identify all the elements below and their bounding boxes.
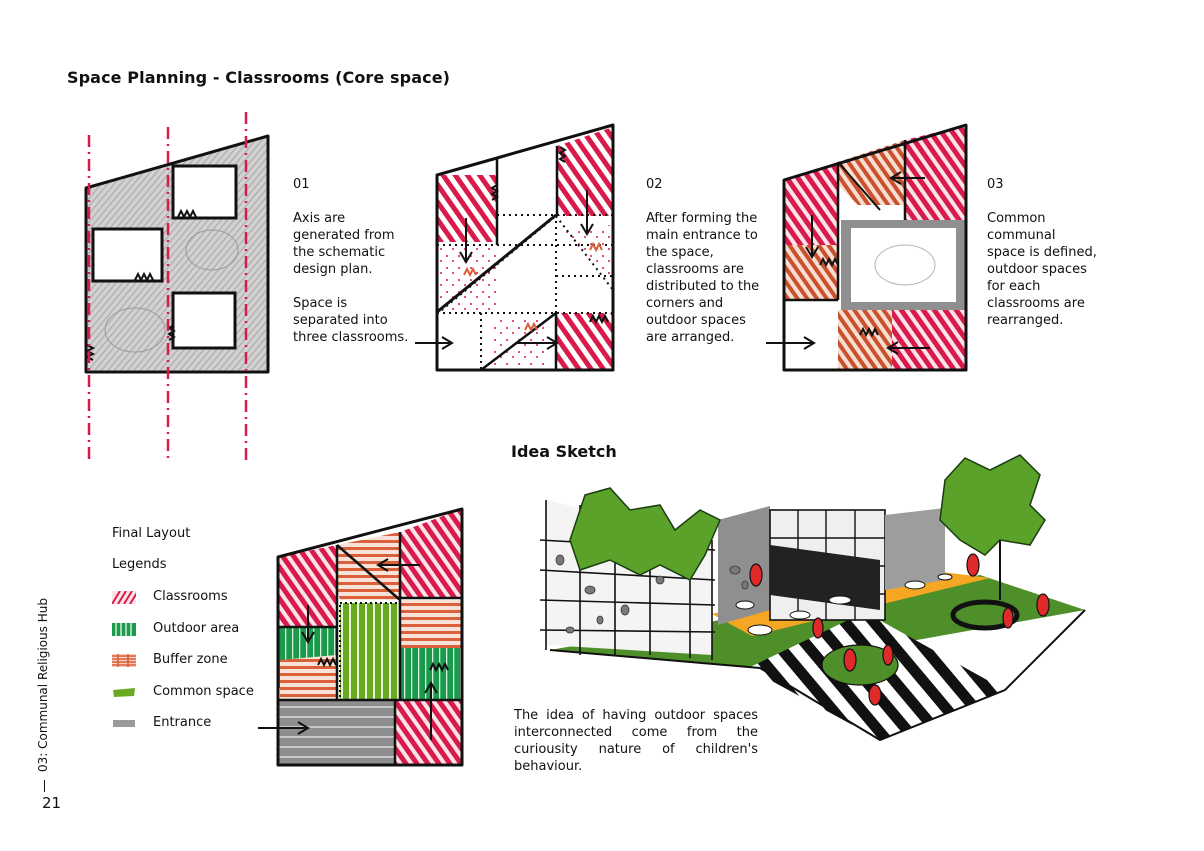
- diagram-01: [86, 112, 268, 462]
- final-layout-plan: [258, 509, 462, 765]
- diagram-03: [766, 125, 966, 370]
- idea-sketch-drawing: [540, 455, 1085, 740]
- diagram-02: [415, 125, 613, 370]
